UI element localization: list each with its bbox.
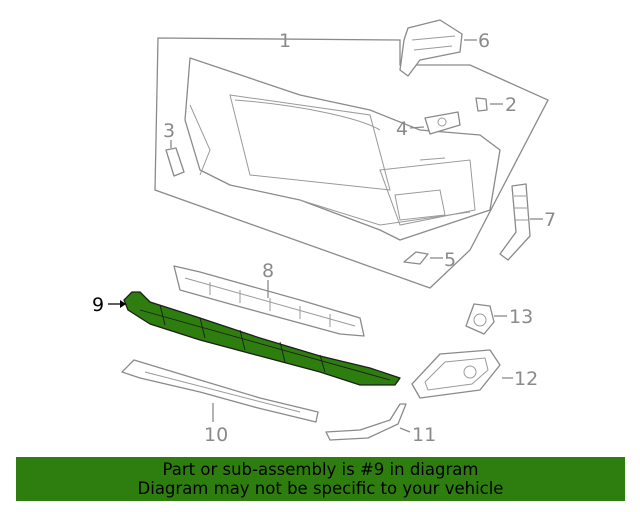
callout-10: 10 (204, 424, 228, 446)
side-trim-part[interactable] (325, 403, 407, 441)
callout-12: 12 (514, 368, 538, 390)
side-bracket-part[interactable] (165, 147, 185, 177)
vertical-bracket-part[interactable] (499, 183, 531, 261)
callout-3: 3 (163, 120, 175, 142)
clip-part[interactable] (475, 97, 488, 112)
callout-6: 6 (478, 30, 490, 52)
banner-line-2: Diagram may not be specific to your vehi… (137, 479, 504, 498)
assembly-outline (154, 37, 549, 289)
small-cover-part[interactable] (403, 251, 429, 265)
callout-8: 8 (262, 260, 274, 282)
absorber-part[interactable] (173, 265, 365, 337)
callout-2: 2 (505, 94, 517, 116)
callout-5: 5 (444, 249, 456, 271)
callout-7: 7 (544, 209, 556, 231)
emblem-mount-part[interactable] (424, 111, 461, 135)
upper-bracket-part[interactable] (399, 19, 463, 77)
callout-13: 13 (509, 306, 533, 328)
lower-trim-strip-part[interactable] (121, 359, 319, 423)
lower-undercover-part-9[interactable] (123, 291, 401, 386)
bumper-cover[interactable] (184, 57, 501, 241)
disclaimer-banner: Part or sub-assembly is #9 in diagram Di… (16, 457, 625, 501)
round-cap-part[interactable] (465, 303, 495, 335)
callout-1: 1 (279, 30, 291, 52)
parts-diagram: 1 2 3 4 5 6 7 8 9 10 11 12 13 (92, 19, 556, 446)
callout-11: 11 (412, 424, 436, 446)
banner-line-1: Part or sub-assembly is #9 in diagram (162, 460, 479, 479)
callout-9: 9 (92, 294, 104, 316)
fog-lamp-bezel-part[interactable] (411, 349, 501, 399)
callout-4: 4 (396, 118, 408, 140)
